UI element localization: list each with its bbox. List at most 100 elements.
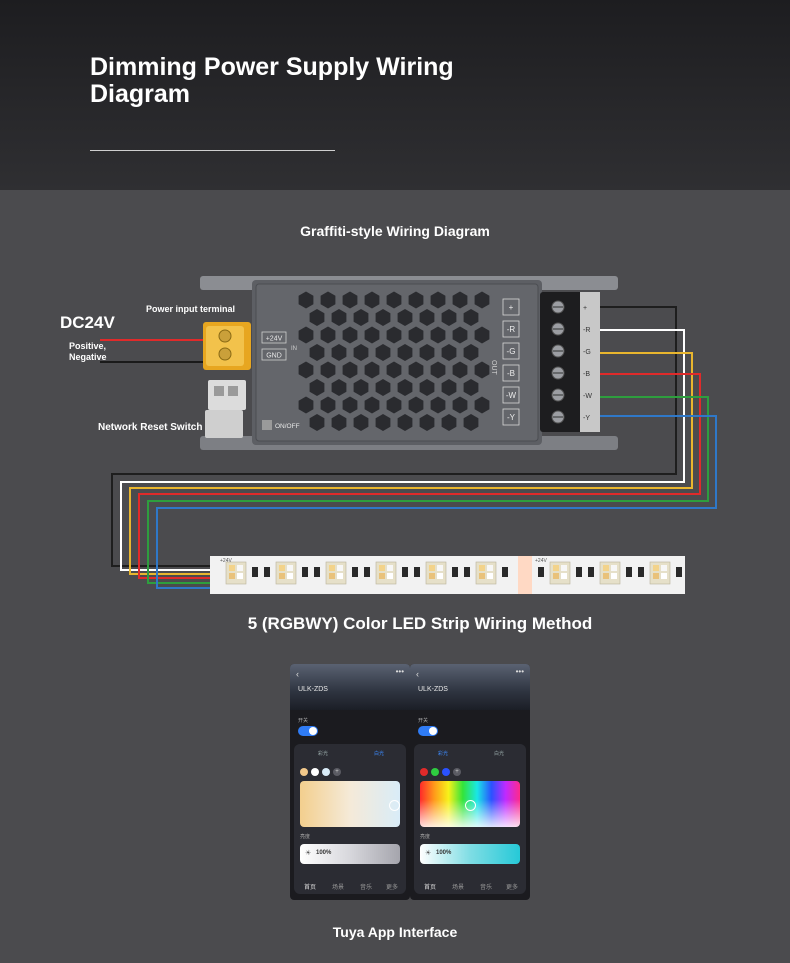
nav-more[interactable]: 更多 <box>506 885 519 891</box>
swatch-green[interactable] <box>431 768 439 776</box>
resistor <box>252 567 258 577</box>
vent-hole <box>309 379 325 396</box>
vent-hole <box>441 309 457 326</box>
app-caption: Tuya App Interface <box>332 924 458 940</box>
terminal-label: -Y <box>583 415 590 422</box>
output-label-box <box>502 320 520 338</box>
swatch-red[interactable] <box>420 768 428 776</box>
sun-icon: ☀ <box>305 850 312 857</box>
output-label-box <box>502 364 520 382</box>
psu-label-24v: +24V <box>266 336 283 343</box>
output-label-text: + <box>509 303 514 312</box>
vent-hole <box>474 361 490 379</box>
brightness-slider[interactable] <box>300 844 400 864</box>
vent-hole <box>364 326 380 344</box>
vent-hole <box>452 291 468 309</box>
vent-hole <box>353 344 369 361</box>
output-label-text: -G <box>507 347 516 356</box>
nav-home[interactable]: 首页 <box>424 885 437 891</box>
resistor <box>638 567 644 577</box>
power-input-label: Power input terminal <box>146 304 236 314</box>
back-icon[interactable]: ‹ <box>416 669 419 679</box>
more-icon[interactable]: ••• <box>515 667 524 676</box>
resistor <box>364 567 370 577</box>
output-label-text: -W <box>506 391 517 400</box>
room-photo <box>290 664 410 710</box>
swatch-cool[interactable] <box>322 768 330 776</box>
swatch-blue[interactable] <box>442 768 450 776</box>
wire-red <box>138 373 701 579</box>
vent-hole <box>452 396 468 414</box>
wire-blue <box>156 415 717 589</box>
vent-hole <box>408 326 424 344</box>
vent-hole <box>364 291 380 309</box>
led-strip-chips <box>225 561 682 585</box>
led-emitter <box>653 573 659 579</box>
output-label-box <box>502 386 520 404</box>
vent-hole <box>430 361 446 379</box>
vent-hole <box>364 361 380 379</box>
vent-hole <box>298 396 314 414</box>
led-emitter <box>653 565 659 571</box>
brightness-value: 100% <box>316 850 332 856</box>
nav-home[interactable]: 首页 <box>304 885 317 891</box>
more-icon[interactable]: ••• <box>395 667 404 676</box>
led-emitter <box>479 573 485 579</box>
vent-hole <box>474 396 490 414</box>
vent-hole <box>342 326 358 344</box>
palette-knob[interactable] <box>465 800 476 811</box>
swatch-warm[interactable] <box>300 768 308 776</box>
brightness-label: 亮度 <box>300 834 311 840</box>
vent-hole <box>298 326 314 344</box>
tab-color[interactable]: 彩光 <box>438 751 449 757</box>
tab-white[interactable]: 白光 <box>374 751 385 757</box>
device-name: ULK-ZDS <box>418 686 448 693</box>
nav-music[interactable]: 音乐 <box>480 885 493 891</box>
vent-hole <box>320 361 336 379</box>
resistor <box>538 567 544 577</box>
led-emitter <box>329 565 335 571</box>
back-icon[interactable]: ‹ <box>296 669 299 679</box>
vent-hole <box>397 379 413 396</box>
output-label-box <box>502 298 520 316</box>
wire-yellow <box>129 352 693 575</box>
led-emitter <box>553 573 559 579</box>
vent-hole <box>408 361 424 379</box>
nav-music[interactable]: 音乐 <box>360 885 373 891</box>
nav-scene[interactable]: 场景 <box>332 885 345 891</box>
device-name: ULK-ZDS <box>298 686 328 693</box>
tab-white[interactable]: 白光 <box>494 751 505 757</box>
led-emitter <box>379 565 385 571</box>
white-temperature-palette[interactable] <box>300 781 400 827</box>
resistor <box>414 567 420 577</box>
brightness-slider[interactable] <box>420 844 520 864</box>
palette-knob[interactable] <box>389 800 400 811</box>
vent-hole <box>342 291 358 309</box>
terminal-label: + <box>583 305 587 312</box>
vent-hole <box>463 414 479 431</box>
resistor <box>502 567 508 577</box>
power-toggle[interactable] <box>298 726 318 736</box>
led-emitter <box>287 573 293 579</box>
add-swatch-icon[interactable]: + <box>453 768 461 776</box>
tab-color[interactable]: 彩光 <box>318 751 329 757</box>
vent-hole <box>463 379 479 396</box>
led-emitter <box>237 565 243 571</box>
led-emitter <box>287 565 293 571</box>
swatch-white[interactable] <box>311 768 319 776</box>
vent-hole <box>375 379 391 396</box>
led-emitter <box>611 573 617 579</box>
led-emitter <box>561 573 567 579</box>
led-emitter <box>661 573 667 579</box>
nav-more[interactable]: 更多 <box>386 885 399 891</box>
psu-label-onoff: ON/OFF <box>275 423 300 430</box>
power-toggle[interactable] <box>418 726 438 736</box>
led-emitter <box>279 565 285 571</box>
vent-hole <box>298 291 314 309</box>
vent-hole <box>474 291 490 309</box>
add-swatch-icon[interactable]: + <box>333 768 341 776</box>
vent-hole <box>342 396 358 414</box>
room-photo <box>410 664 530 710</box>
nav-scene[interactable]: 场景 <box>452 885 465 891</box>
strip-marking-right: +24V <box>535 558 547 564</box>
